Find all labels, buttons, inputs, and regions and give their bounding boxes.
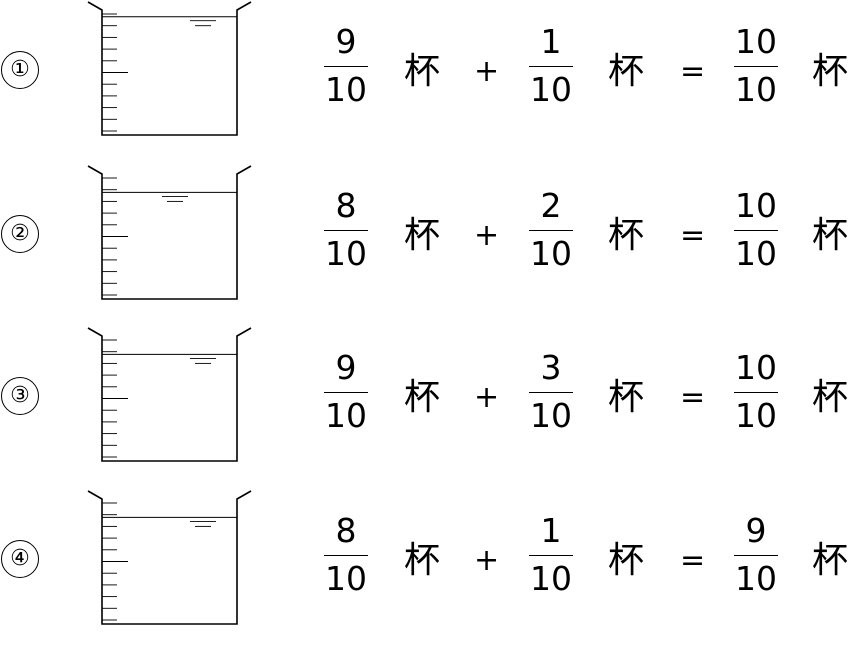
denominator: 10: [325, 70, 367, 109]
fraction-bar: [529, 230, 573, 231]
denominator: 10: [325, 234, 367, 273]
denominator: 10: [735, 234, 777, 273]
denominator: 10: [530, 70, 572, 109]
unit-label: 杯: [812, 540, 849, 581]
numerator: 1: [540, 22, 562, 61]
beaker-icon: [87, 327, 252, 462]
plus-sign: +: [474, 543, 500, 578]
problem-number: ②: [1, 215, 39, 253]
denominator: 10: [530, 234, 572, 273]
denominator: 10: [325, 396, 367, 435]
fraction-bar: [324, 66, 368, 67]
problem-number: ④: [1, 540, 39, 578]
numerator: 8: [335, 186, 357, 225]
fraction-bar: [734, 66, 778, 67]
numerator: 9: [745, 511, 767, 550]
unit-label: 杯: [608, 51, 645, 92]
unit-label: 杯: [608, 215, 645, 256]
fraction-bar: [734, 392, 778, 393]
plus-sign: +: [474, 54, 500, 89]
fraction-bar: [324, 555, 368, 556]
fraction-bar: [324, 392, 368, 393]
equals-sign: =: [680, 380, 706, 415]
fraction-bar: [734, 555, 778, 556]
beaker-icon: [87, 165, 252, 300]
numerator: 8: [335, 511, 357, 550]
unit-label: 杯: [404, 540, 441, 581]
denominator: 10: [735, 559, 777, 598]
equals-sign: =: [680, 543, 706, 578]
fraction-bar: [324, 230, 368, 231]
numerator: 10: [735, 348, 777, 387]
numerator: 3: [540, 348, 562, 387]
beaker-icon: [87, 1, 252, 136]
unit-label: 杯: [812, 51, 849, 92]
problem-number: ①: [1, 51, 39, 89]
numerator: 10: [735, 186, 777, 225]
numerator: 10: [735, 22, 777, 61]
equals-sign: =: [680, 54, 706, 89]
equals-sign: =: [680, 218, 706, 253]
plus-sign: +: [474, 380, 500, 415]
numerator: 9: [335, 22, 357, 61]
unit-label: 杯: [404, 215, 441, 256]
unit-label: 杯: [608, 377, 645, 418]
unit-label: 杯: [812, 377, 849, 418]
numerator: 2: [540, 186, 562, 225]
fraction-bar: [529, 555, 573, 556]
denominator: 10: [530, 559, 572, 598]
denominator: 10: [325, 559, 367, 598]
unit-label: 杯: [404, 377, 441, 418]
fraction-bar: [734, 230, 778, 231]
fraction-bar: [529, 66, 573, 67]
denominator: 10: [735, 70, 777, 109]
plus-sign: +: [474, 218, 500, 253]
denominator: 10: [735, 396, 777, 435]
numerator: 1: [540, 511, 562, 550]
problem-number: ③: [1, 377, 39, 415]
fraction-bar: [529, 392, 573, 393]
unit-label: 杯: [812, 215, 849, 256]
numerator: 9: [335, 348, 357, 387]
unit-label: 杯: [404, 51, 441, 92]
denominator: 10: [530, 396, 572, 435]
unit-label: 杯: [608, 540, 645, 581]
beaker-icon: [87, 490, 252, 625]
